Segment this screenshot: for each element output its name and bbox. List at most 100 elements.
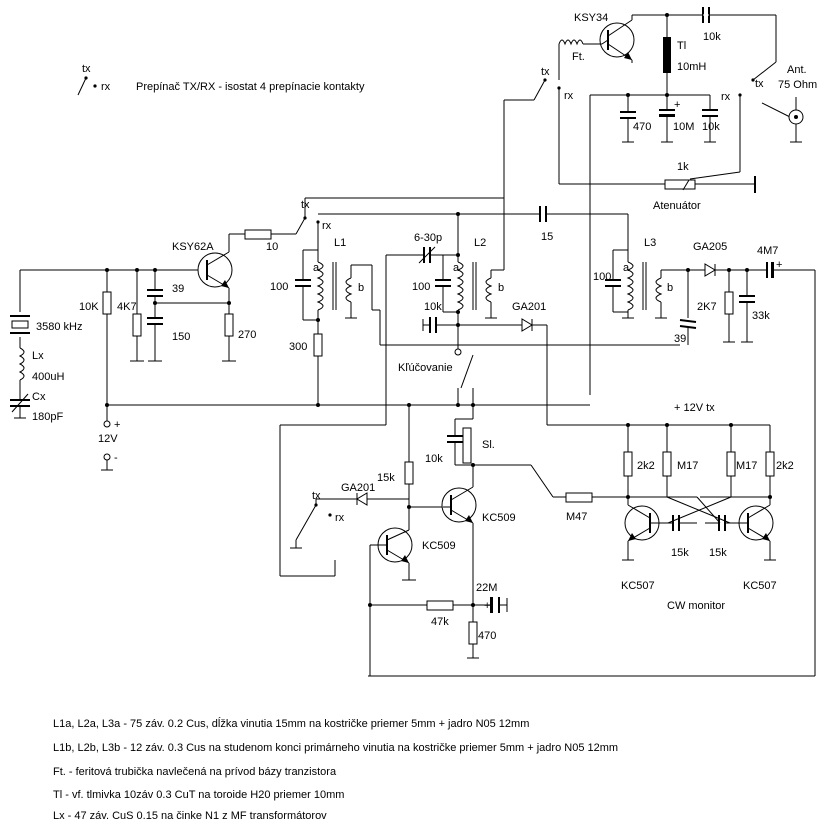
cx-label: Cx bbox=[32, 391, 46, 403]
r-2k2-a: 2k2 bbox=[637, 460, 655, 472]
l2-coil-b: b bbox=[498, 282, 504, 294]
sw2-tx: tx bbox=[755, 78, 764, 90]
v12-plus: + bbox=[114, 419, 120, 431]
ga205-label: GA205 bbox=[693, 241, 727, 253]
r-47k: 47k bbox=[431, 616, 449, 628]
l2-filter: L2 6-30p 100 a b 10k bbox=[385, 206, 770, 426]
tl-label: Tl bbox=[677, 40, 686, 52]
c-100-l1: 100 bbox=[270, 281, 288, 293]
note-4: Tl - vf. tlmivka 10záv 0.3 CuT na toroid… bbox=[53, 789, 344, 801]
l3-coil-a: a bbox=[623, 262, 630, 274]
r-47k-resistor bbox=[426, 600, 454, 611]
c-100-l2: 100 bbox=[412, 281, 430, 293]
l1-label: L1 bbox=[334, 237, 346, 249]
c-10m-plus: + bbox=[674, 99, 680, 111]
l3-filter: L3 100 a b 39 GA205 bbox=[368, 214, 816, 677]
speaker-icon bbox=[462, 427, 472, 464]
kc507-left-label: KC507 bbox=[621, 580, 655, 592]
r-2k2-b-resistor bbox=[765, 451, 775, 477]
r-1k: 1k bbox=[677, 161, 689, 173]
crystal bbox=[11, 320, 29, 329]
r-m17-b-resistor bbox=[726, 451, 736, 477]
c-22m-plus: + bbox=[484, 600, 490, 612]
lx-value: 400uH bbox=[32, 371, 64, 383]
r-300: 300 bbox=[289, 341, 307, 353]
r-10k-resistor bbox=[102, 291, 112, 315]
c-15k-b: 15k bbox=[709, 547, 727, 559]
sw1-tx: tx bbox=[541, 66, 550, 78]
v12-minus: - bbox=[114, 452, 118, 464]
r-470: 470 bbox=[478, 630, 496, 642]
ksy34-transistor bbox=[599, 22, 635, 58]
c-39: 39 bbox=[172, 283, 184, 295]
r-4k7-resistor bbox=[132, 313, 142, 337]
c-4m7-plus: + bbox=[776, 259, 782, 271]
r-15k: 15k bbox=[377, 472, 395, 484]
ant-impedance: 75 Ohm bbox=[778, 79, 817, 91]
l1-filter: L1 100 a b 300 bbox=[270, 237, 680, 405]
l1-coil-b: b bbox=[358, 282, 364, 294]
r-270: 270 bbox=[238, 329, 256, 341]
sw4-rx: rx bbox=[335, 512, 345, 524]
legend-text: Prepínač TX/RX - isostat 4 prepínacie ko… bbox=[136, 81, 365, 93]
r-m47-resistor bbox=[565, 492, 593, 503]
l3-label: L3 bbox=[644, 237, 656, 249]
cx-value: 180pF bbox=[32, 411, 63, 423]
sw1-rx: rx bbox=[564, 90, 574, 102]
c-100-l3: 100 bbox=[593, 271, 611, 283]
tl-value: 10mH bbox=[677, 61, 706, 73]
r-10k: 10K bbox=[79, 301, 99, 313]
sl-label: Sl. bbox=[482, 439, 495, 451]
sw3-tx: tx bbox=[301, 199, 310, 211]
legend: tx rx Prepínač TX/RX - isostat 4 prepína… bbox=[77, 63, 365, 96]
keying-label: Kľúčovanie bbox=[398, 362, 453, 374]
tl-choke bbox=[663, 37, 671, 73]
legend-rx: rx bbox=[101, 81, 111, 93]
c-15: 15 bbox=[541, 231, 553, 243]
kc509-upper-label: KC509 bbox=[482, 512, 516, 524]
ksy62a-label: KSY62A bbox=[172, 241, 214, 253]
v12-label: 12V bbox=[98, 433, 118, 445]
note-5: Lx - 47 záv. CuS 0.15 na činke N1 z MF t… bbox=[53, 810, 327, 822]
c-10k-top: 10k bbox=[703, 31, 721, 43]
sw3-rx: rx bbox=[322, 220, 332, 232]
c-15k-a: 15k bbox=[671, 547, 689, 559]
ksy62a-transistor bbox=[197, 252, 233, 288]
l3-coil-b: b bbox=[667, 282, 673, 294]
r-m17-b: M17 bbox=[736, 460, 757, 472]
c-10k-l2: 10k bbox=[424, 301, 442, 313]
kc509-lower-label: KC509 bbox=[422, 540, 456, 552]
oscillator-stage: 3580 kHz Lx 400uH Cx 180pF 10K 4K7 39 bbox=[10, 197, 540, 423]
ga201-bot: GA201 bbox=[341, 482, 375, 494]
sw4-tx: tx bbox=[312, 490, 321, 502]
cw-monitor: 15k tx rx GA201 KC509 10k bbox=[279, 402, 794, 676]
r-2k7: 2K7 bbox=[697, 301, 717, 313]
r-2k2-a-resistor bbox=[623, 451, 633, 477]
lx-label: Lx bbox=[32, 350, 44, 362]
r-470-resistor bbox=[468, 621, 478, 645]
l2-label: L2 bbox=[474, 237, 486, 249]
r-m17-a: M17 bbox=[677, 460, 698, 472]
c-6-30p: 6-30p bbox=[414, 232, 442, 244]
ga201-top: GA201 bbox=[512, 301, 546, 313]
notes: L1a, L2a, L3a - 75 záv. 0.2 Cus, dĺžka v… bbox=[53, 717, 618, 822]
r-10: 10 bbox=[266, 241, 278, 253]
c-22m: 22M bbox=[476, 582, 497, 594]
output-stage: KSY34 10k Tl 10mH Ft. tx rx bbox=[503, 7, 817, 395]
c-39-b: 39 bbox=[674, 333, 686, 345]
power-rail: + 12V - bbox=[98, 388, 590, 471]
xtal-label: 3580 kHz bbox=[36, 321, 82, 333]
r-m17-a-resistor bbox=[662, 451, 672, 477]
sw2-rx: rx bbox=[721, 91, 731, 103]
ksy34-label: KSY34 bbox=[574, 12, 608, 24]
note-3: Ft. - feritová trubička navlečená na prí… bbox=[53, 766, 337, 778]
cw-monitor-label: CW monitor bbox=[667, 600, 725, 612]
v12tx-label: + 12V tx bbox=[674, 402, 715, 414]
note-1: L1a, L2a, L3a - 75 záv. 0.2 Cus, dĺžka v… bbox=[53, 717, 529, 730]
c-10m: 10M bbox=[673, 121, 694, 133]
r-2k2-b: 2k2 bbox=[776, 460, 794, 472]
l2-coil-a: a bbox=[453, 262, 460, 274]
attenuator-potentiometer[interactable] bbox=[664, 179, 696, 190]
